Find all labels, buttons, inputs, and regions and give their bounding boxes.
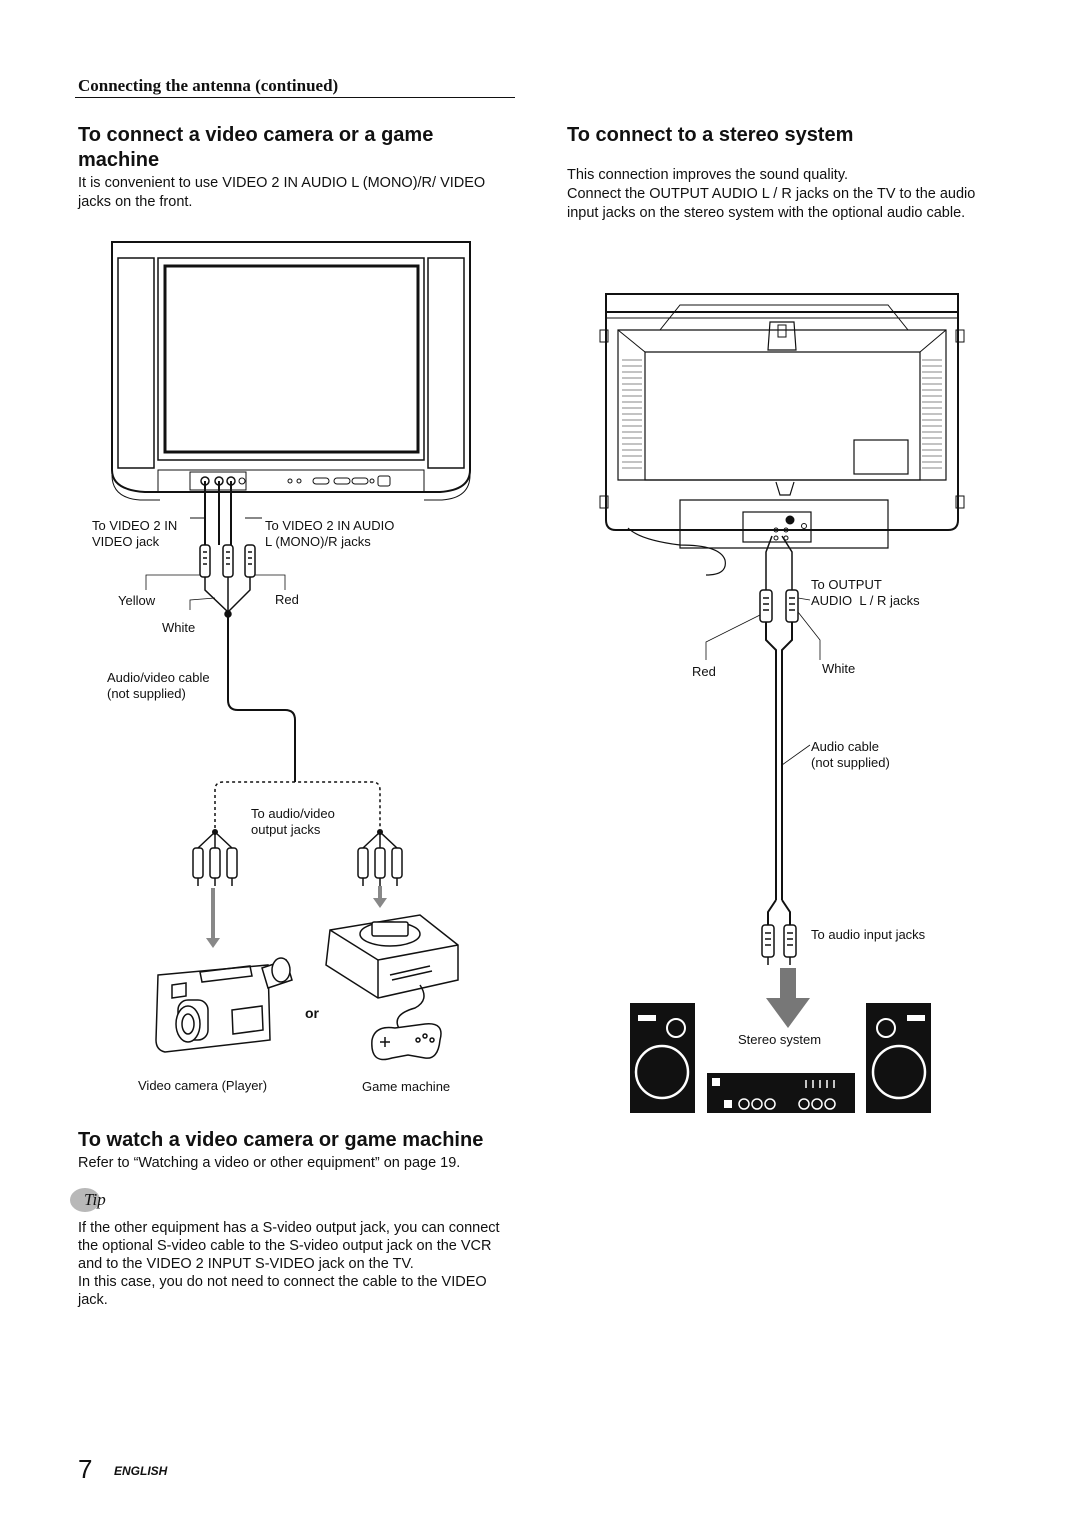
- label-white-right: White: [822, 661, 856, 676]
- label-to-audio-jacks: To VIDEO 2 IN AUDIO L (MONO)/R jacks: [265, 518, 395, 549]
- game-machine-illustration: [325, 914, 459, 1061]
- label-av-cable: Audio/video cable (not supplied): [107, 670, 210, 701]
- right-title: To connect to a stereo system: [567, 124, 854, 146]
- tv-front-illustration: [111, 241, 471, 501]
- label-to-video-jack: To VIDEO 2 IN VIDEO jack: [92, 518, 178, 549]
- label-game-machine: Game machine: [362, 1079, 451, 1094]
- stereo-connection-diagram: [599, 293, 965, 1113]
- tip-label: Tip: [84, 1190, 106, 1209]
- label-output-jacks: To audio/video output jacks: [251, 806, 335, 837]
- video-camera-illustration: [155, 957, 293, 1053]
- down-arrow: [766, 968, 810, 1028]
- label-audio-cable: Audio cable (not supplied): [811, 739, 890, 770]
- stereo-system-illustration: [630, 1003, 931, 1113]
- label-white-left: White: [162, 620, 196, 635]
- footer-language: ENGLISH: [114, 1464, 168, 1478]
- label-stereo-system: Stereo system: [738, 1032, 822, 1047]
- tv-back-illustration: [599, 293, 965, 576]
- watch-text: Refer to “Watching a video or other equi…: [78, 1155, 461, 1171]
- left-intro: It is convenient to use VIDEO 2 IN AUDIO…: [78, 175, 486, 210]
- label-to-output: To OUTPUT AUDIO L / R jacks: [811, 577, 920, 608]
- front-cables: [190, 481, 262, 545]
- right-intro: This connection improves the sound quali…: [567, 167, 976, 221]
- tip-badge-bg: [70, 1188, 100, 1212]
- section-rule: [75, 97, 515, 98]
- front-plugs: [199, 544, 256, 578]
- watch-title: To watch a video camera or game machine: [78, 1129, 484, 1151]
- label-red-left: Red: [275, 592, 299, 607]
- front-connection-diagram: [111, 241, 471, 1061]
- label-video-camera: Video camera (Player): [138, 1078, 268, 1093]
- left-title: To connect a video camera or a game mach…: [78, 124, 434, 171]
- label-red-right: Red: [692, 664, 716, 679]
- label-yellow: Yellow: [118, 593, 156, 608]
- page-number: 7: [78, 1454, 93, 1484]
- section-header: Connecting the antenna (continued): [78, 76, 339, 95]
- label-audio-input: To audio input jacks: [811, 927, 926, 942]
- label-or: or: [305, 1005, 319, 1021]
- tip-text: If the other equipment has a S-video out…: [78, 1220, 500, 1308]
